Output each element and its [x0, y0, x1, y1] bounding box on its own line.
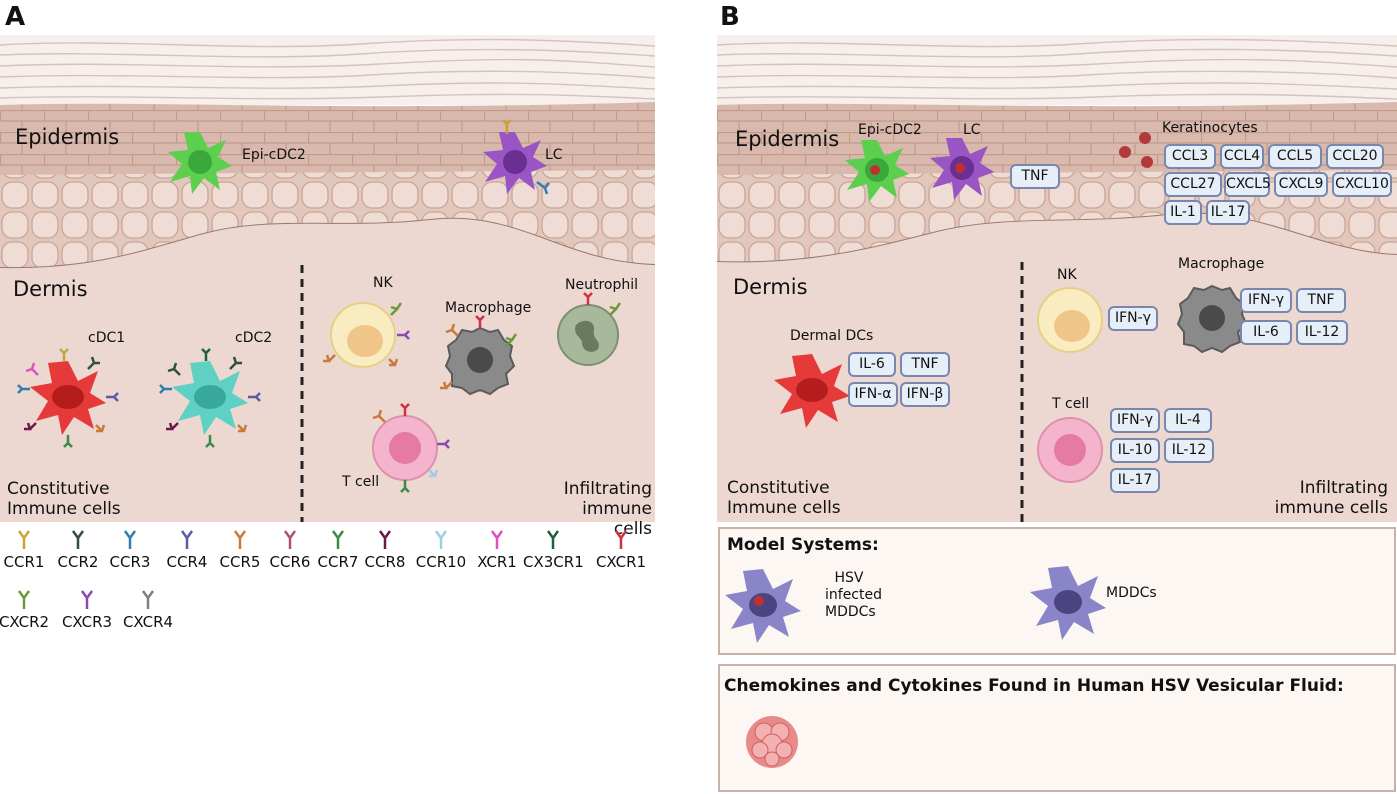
receptor-label-ccr2: CCR2 [57, 553, 99, 571]
receptor-label-ccr6: CCR6 [269, 553, 311, 571]
receptor-label-ccr3: CCR3 [109, 553, 151, 571]
macrophage-cytokine-box: IL-12 [1296, 320, 1348, 345]
panel-b-dermis-label: Dermis [733, 275, 808, 299]
vesicular-fluid-frame [718, 664, 1396, 792]
receptor-label-xcr1: XCR1 [477, 553, 517, 571]
receptor-icon-ccr10 [434, 530, 448, 549]
receptor-label-cxcr4: CXCR4 [122, 613, 174, 631]
receptor-icon-ccr4 [180, 530, 194, 549]
keratinocyte-cytokine-box: CCL27 [1164, 172, 1222, 197]
receptor-label-cxcr3: CXCR3 [61, 613, 113, 631]
panel-a-dermis-label: Dermis [13, 277, 88, 301]
panel-a-lc-label: LC [545, 147, 563, 163]
receptor-label-cx3cr1: CX3CR1 [523, 553, 584, 571]
panel-a-neutrophil-label: Neutrophil [565, 277, 639, 293]
receptor-icon-ccr7 [331, 530, 345, 549]
keratinocyte-cytokine-box: CCL3 [1164, 144, 1216, 169]
panel-b-tcell-label: T cell [1052, 396, 1090, 412]
keratinocyte-cytokine-box: CXCL10 [1332, 172, 1392, 197]
receptor-icon-cxcr4 [141, 590, 155, 609]
receptor-icon-cxcr3 [80, 590, 94, 609]
receptor-icon-cxcr1 [614, 530, 628, 549]
panel-a-nk-label: NK [373, 275, 393, 291]
lc-cytokine-box: TNF [1010, 164, 1060, 189]
panel-a-skin-illustration [0, 35, 655, 522]
tcell-cytokine-box: IL-12 [1164, 438, 1214, 463]
receptor-label-ccr8: CCR8 [364, 553, 406, 571]
panel-a-tcell-label: T cell [342, 474, 380, 490]
dermal-dc-cytokine-box: IFN-α [848, 382, 898, 407]
receptor-icon-ccr8 [378, 530, 392, 549]
receptor-icon-ccr6 [283, 530, 297, 549]
tcell-cytokine-box: IL-17 [1110, 468, 1160, 493]
vesicular-fluid-title: Chemokines and Cytokines Found in Human … [724, 676, 1344, 696]
panel-b-skin-illustration [717, 35, 1397, 522]
receptor-label-ccr10: CCR10 [415, 553, 467, 571]
panel-a-epidermis-label: Epidermis [15, 125, 120, 149]
dermal-dc-cytokine-box: IFN-β [900, 382, 950, 407]
keratinocyte-cytokine-box: CCL5 [1268, 144, 1322, 169]
receptor-label-ccr4: CCR4 [166, 553, 208, 571]
keratinocyte-cytokine-box: IL-17 [1206, 200, 1250, 225]
panel-a-cdc1-label: cDC1 [88, 330, 126, 346]
macrophage-cytokine-box: IFN-γ [1240, 288, 1292, 313]
keratinocyte-cytokine-box: CXCL9 [1274, 172, 1328, 197]
receptor-icon-ccr2 [71, 530, 85, 549]
panel-a-macrophage-label: Macrophage [445, 300, 532, 316]
receptor-label-ccr7: CCR7 [317, 553, 359, 571]
macrophage-cytokine-box: IL-6 [1240, 320, 1292, 345]
panel-b-dermal-dcs-label: Dermal DCs [790, 328, 874, 344]
receptor-label-ccr1: CCR1 [3, 553, 45, 571]
panel-b-infiltrating-label: Infiltrating immune cells [1274, 478, 1388, 518]
panel-a-constitutive-label: Constitutive Immune cells [7, 479, 121, 519]
receptor-icon-ccr1 [17, 530, 31, 549]
tcell-cytokine-box: IL-10 [1110, 438, 1160, 463]
dermal-dc-cytokine-box: TNF [900, 352, 950, 377]
receptor-label-ccr5: CCR5 [219, 553, 261, 571]
receptor-icon-ccr3 [123, 530, 137, 549]
model-systems-title: Model Systems: [727, 535, 879, 555]
keratinocyte-cytokine-box: CCL4 [1220, 144, 1264, 169]
panel-a-cdc2-label: cDC2 [235, 330, 273, 346]
panel-a-letter: A [5, 2, 26, 32]
panel-b-lc-label: LC [963, 122, 981, 138]
receptor-icon-xcr1 [490, 530, 504, 549]
panel-b-constitutive-label: Constitutive Immune cells [727, 478, 841, 518]
panel-b-epi-cdc2-label: Epi-cDC2 [858, 122, 922, 138]
vesicle-icon [746, 716, 798, 768]
panel-b-letter: B [720, 2, 740, 32]
receptor-icon-cx3cr1 [546, 530, 560, 549]
keratinocyte-cytokine-box: CXCL5 [1224, 172, 1271, 197]
receptor-icon-cxcr2 [17, 590, 31, 609]
mddc-label: MDDCs [1106, 585, 1157, 601]
receptor-label-cxcr2: CXCR2 [0, 613, 50, 631]
panel-b-keratinocytes-label: Keratinocytes [1162, 120, 1258, 136]
hsv-mddc-label: HSV infected MDDCs [825, 570, 882, 620]
dermal-dc-cytokine-box: IL-6 [848, 352, 896, 377]
macrophage-cytokine-box: TNF [1296, 288, 1346, 313]
nk-cytokine-box: IFN-γ [1108, 306, 1158, 331]
keratinocyte-cytokine-box: CCL20 [1326, 144, 1384, 169]
panel-b-nk-label: NK [1057, 267, 1077, 283]
keratinocyte-cytokine-box: IL-1 [1164, 200, 1202, 225]
panel-b-epidermis-label: Epidermis [735, 127, 840, 151]
receptor-icon-ccr5 [233, 530, 247, 549]
model-systems-cells [725, 566, 1106, 643]
panel-b-macrophage-label: Macrophage [1178, 256, 1265, 272]
tcell-cytokine-box: IFN-γ [1110, 408, 1160, 433]
tcell-cytokine-box: IL-4 [1164, 408, 1212, 433]
panel-a-epi-cdc2-label: Epi-cDC2 [242, 147, 306, 163]
panel-a-infiltrating-label: Infiltrating immune cells [563, 479, 652, 539]
receptor-label-cxcr1: CXCR1 [595, 553, 647, 571]
